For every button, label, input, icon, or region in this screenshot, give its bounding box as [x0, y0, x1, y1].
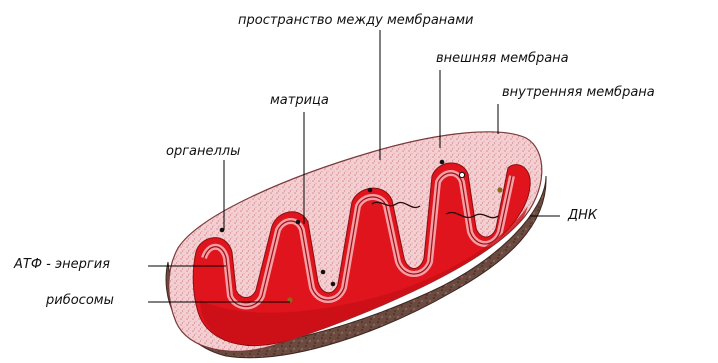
label-outer-membrane: внешняя мембрана	[436, 51, 569, 67]
label-intermembrane-space: пространство между мембранами	[238, 13, 474, 29]
label-atp-energy: АТФ - энергия	[14, 257, 110, 273]
label-ribosomes: рибосомы	[46, 293, 114, 309]
label-matrix: матрица	[270, 93, 329, 109]
label-dna: ДНК	[568, 208, 597, 224]
label-inner-membrane: внутренняя мембрана	[502, 85, 655, 101]
label-organelles: органеллы	[166, 144, 240, 160]
